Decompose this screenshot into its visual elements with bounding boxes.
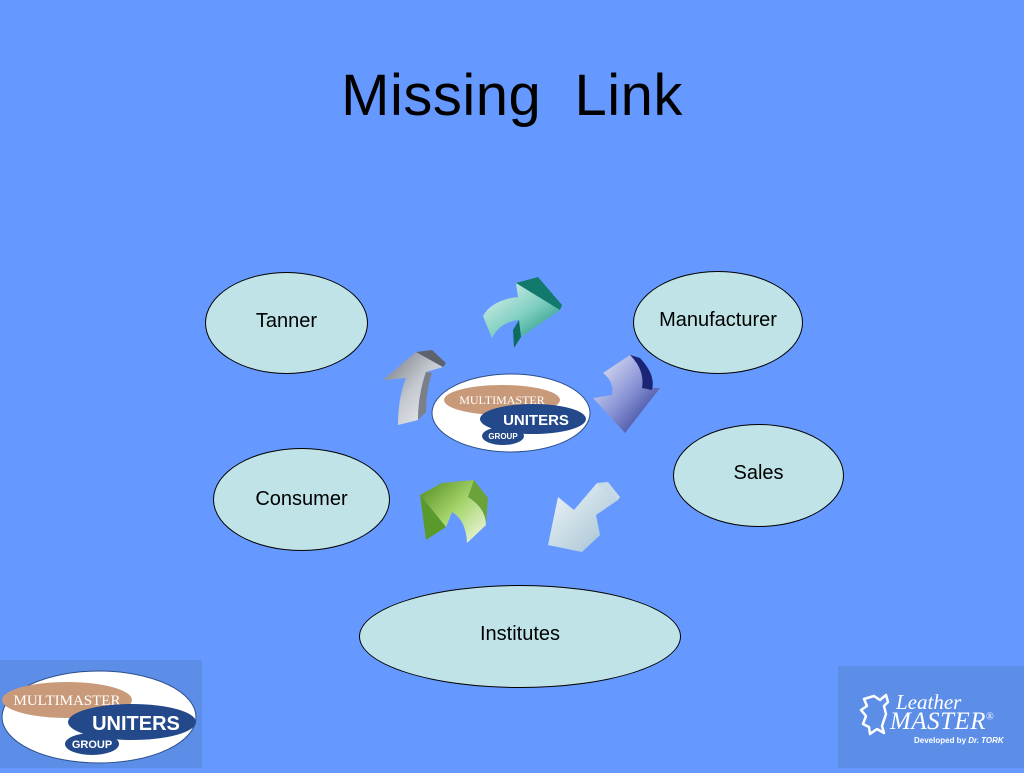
leather-word: Leather bbox=[896, 690, 962, 714]
master-word: MASTER® bbox=[890, 708, 994, 736]
corner-logo-group: GROUP bbox=[72, 739, 112, 751]
node-institutes: Institutes bbox=[359, 585, 681, 688]
corner-logo-uniters: UNITERS bbox=[92, 713, 180, 735]
node-tanner: Tanner bbox=[205, 272, 368, 374]
node-sales-label: Sales bbox=[733, 462, 784, 484]
navy-arrow bbox=[593, 355, 660, 433]
gray-arrow bbox=[383, 350, 446, 425]
master-word-text: MASTER bbox=[890, 708, 987, 735]
node-manufacturer: Manufacturer bbox=[633, 271, 803, 374]
multimaster-uniters-logo-center: MULTIMASTER UNITERS GROUP bbox=[430, 372, 592, 454]
node-institutes-label: Institutes bbox=[479, 623, 561, 645]
center-logo-uniters: UNITERS bbox=[503, 412, 569, 429]
registered-mark: ® bbox=[986, 711, 995, 723]
teal-arrow bbox=[483, 277, 562, 348]
node-manufacturer-label: Manufacturer bbox=[659, 309, 777, 331]
developed-by-tagline: Developed by Dr. TORK bbox=[914, 736, 1004, 745]
tagline-prefix: Developed by bbox=[914, 736, 967, 745]
node-tanner-label: Tanner bbox=[255, 309, 318, 332]
node-consumer: Consumer bbox=[213, 448, 390, 551]
slide-title: Missing Link bbox=[341, 63, 683, 128]
corner-logo-multimaster: MULTIMASTER bbox=[14, 693, 121, 709]
pale-blue-arrow bbox=[548, 482, 620, 552]
tagline-name: Dr. TORK bbox=[968, 736, 1004, 745]
node-sales: Sales bbox=[673, 424, 844, 527]
center-logo-multimaster: MULTIMASTER bbox=[459, 393, 545, 407]
green-arrow bbox=[420, 480, 488, 543]
node-consumer-label: Consumer bbox=[255, 488, 348, 510]
leather-hide-icon bbox=[859, 693, 890, 736]
leather-master-logo: Leather MASTER® Developed by Dr. TORK bbox=[838, 666, 1024, 768]
multimaster-uniters-logo-corner: MULTIMASTER UNITERS GROUP bbox=[0, 660, 202, 768]
center-logo-group: GROUP bbox=[488, 432, 518, 441]
